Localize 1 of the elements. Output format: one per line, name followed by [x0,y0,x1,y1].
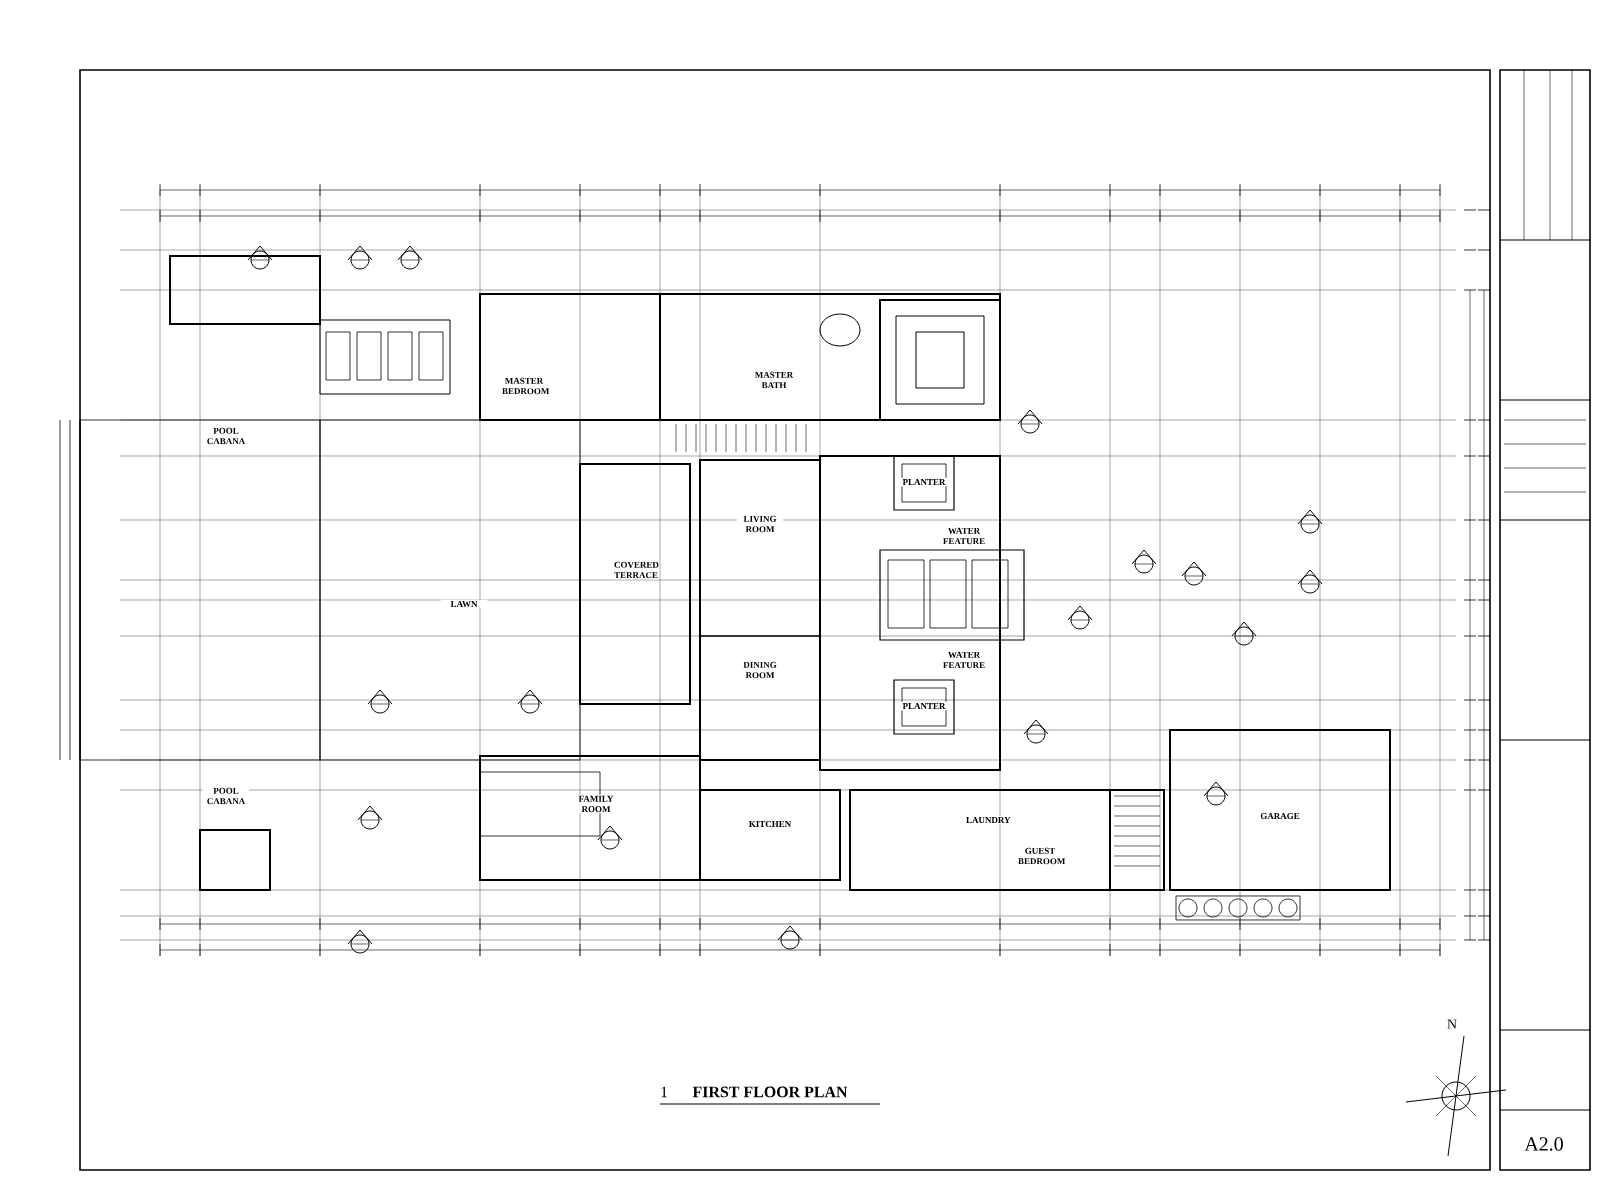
sheet-number: A2.0 [1523,1136,1565,1152]
